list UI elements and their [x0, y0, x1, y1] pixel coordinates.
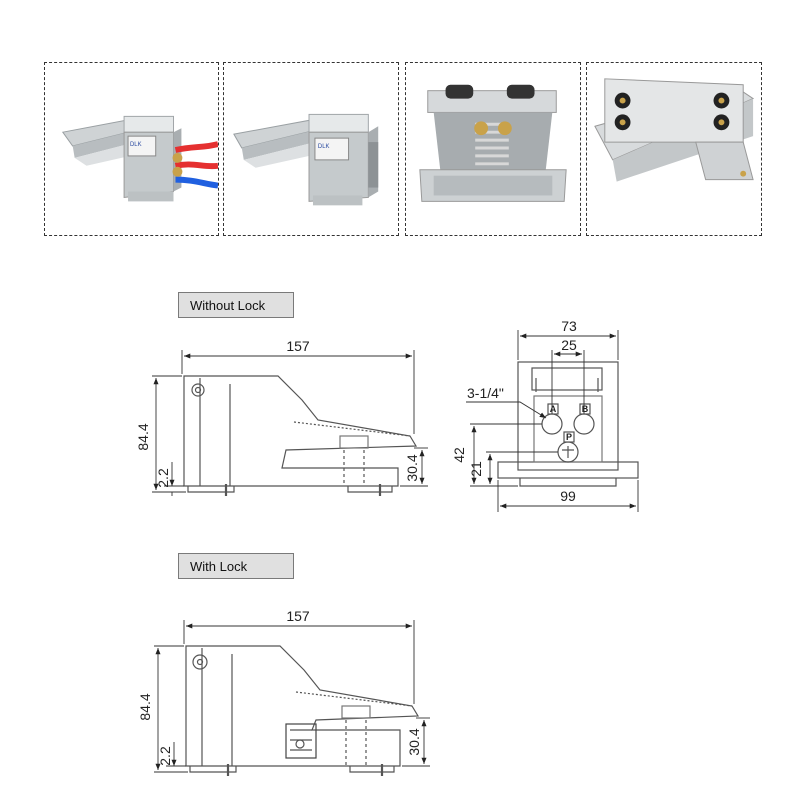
foot-pedal-valve-with-hoses-photo: DLK: [61, 115, 218, 202]
side-view-without-lock: [183, 375, 418, 496]
side-view-with-lock: [185, 645, 420, 776]
port-p-label: P: [566, 432, 572, 442]
dim-height-without-lock: 84.4: [135, 423, 151, 450]
brand-label: DLK: [130, 142, 142, 148]
photo-underside: [586, 62, 762, 236]
photo-spring-interior: [405, 62, 581, 236]
port-b-label: B: [582, 404, 589, 414]
section-label-with-lock: With Lock: [178, 553, 294, 579]
side-view-without-lock-dimensions: [152, 350, 428, 496]
dim-base-width: 99: [560, 488, 576, 504]
photo-valve: DLK: [223, 62, 399, 236]
dim-length-with-lock: 157: [286, 608, 310, 624]
dim-base-without-lock: 2.2: [155, 468, 171, 488]
dim-length-without-lock: 157: [286, 338, 310, 354]
brand-label: DLK: [318, 144, 330, 150]
dim-pedal-height-with-lock: 30.4: [406, 728, 422, 755]
port-a-label: A: [550, 404, 557, 414]
dim-base-with-lock: 2.2: [157, 746, 173, 766]
pedal-underside-mount-photo: [594, 78, 755, 182]
section-label-without-lock: Without Lock: [178, 292, 294, 318]
dim-pedal-height-without-lock: 30.4: [404, 454, 420, 481]
dim-width-top: 73: [561, 318, 577, 334]
dim-p-height: 21: [468, 461, 484, 477]
foot-pedal-valve-photo: DLK: [233, 113, 379, 206]
dim-port-spacing: 25: [561, 337, 577, 353]
pedal-spring-interior-photo: [419, 84, 567, 202]
side-view-with-lock-dimensions: [154, 620, 430, 773]
dim-thread: 3-1/4": [467, 385, 504, 401]
front-view-without-lock: [497, 361, 639, 487]
dim-port-height: 42: [451, 447, 467, 463]
front-view-without-lock-dimensions: [466, 330, 639, 512]
dim-height-with-lock: 84.4: [137, 693, 153, 720]
photo-valve-with-hoses: DLK: [44, 62, 219, 236]
